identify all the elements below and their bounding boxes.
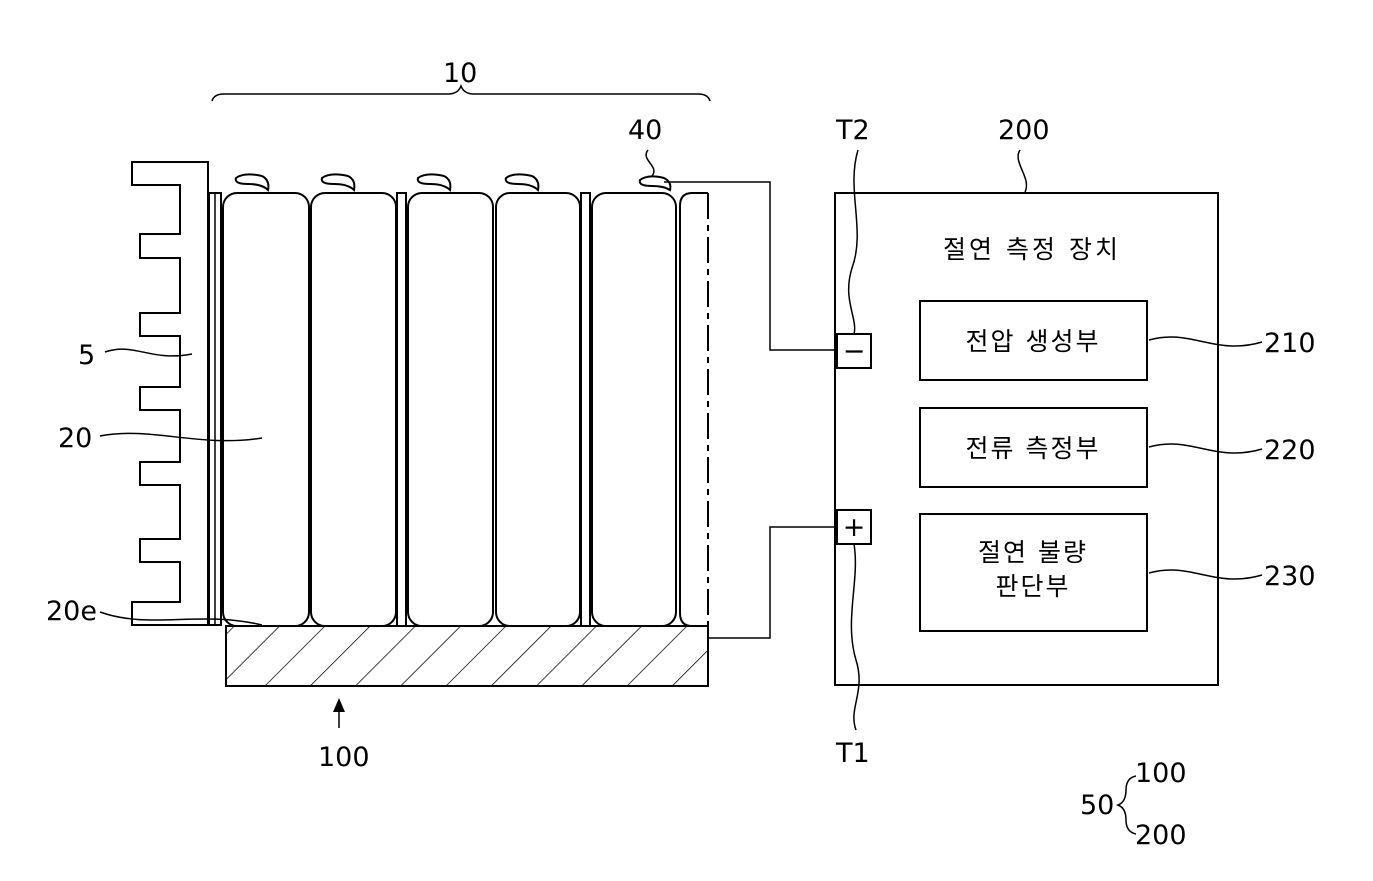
t1-label: T1 [835,738,870,769]
electrode-tab [236,174,269,190]
leader-230 [1149,570,1262,579]
battery-cell [592,193,676,626]
legend-item-2: 200 [1135,820,1187,851]
electrode-tab [418,174,451,190]
terminal-positive-sign: + [843,512,866,543]
heatsink [132,162,208,625]
heatsink-label: 5 [78,340,95,371]
cell-edge-leader [100,612,262,625]
battery-cell-partial [680,193,708,626]
tab-label: 40 [628,115,662,146]
ref-230-label: 230 [1264,561,1316,592]
terminal-negative-sign: − [843,336,866,367]
insulation-defect-label-line1: 절연 불량 [978,538,1088,567]
cooling-plate [226,626,708,686]
device-ref-label: 200 [998,115,1050,146]
cell-edge-label: 20e [46,596,97,627]
leader-210 [1149,337,1262,346]
battery-cell [408,193,493,626]
legend-brace [1118,776,1136,834]
current-measurement-label: 전류 측정부 [966,434,1101,463]
battery-cell [311,193,396,626]
t2-leader [849,150,858,334]
wire-positive [708,527,836,638]
leader-220 [1149,444,1262,453]
electrode-tab [322,174,355,190]
separator-plate [397,193,406,626]
voltage-generation-label: 전압 생성부 [966,327,1101,356]
heatsink-leader [105,349,192,356]
cell-label: 20 [58,423,92,454]
legend-system-label: 50 [1080,790,1114,821]
legend-item-1: 100 [1135,758,1187,789]
electrode-tab [506,174,539,190]
ref-220-label: 220 [1264,435,1316,466]
wire-negative [664,182,836,350]
insulation-defect-label-line2: 판단부 [995,572,1070,601]
device-title: 절연 측정 장치 [943,235,1121,264]
plate-label: 100 [318,742,370,773]
t1-leader [851,544,859,730]
module-label: 10 [443,58,477,89]
electrode-tab [640,176,671,190]
battery-cell [496,193,580,626]
separator-plate [581,193,590,626]
t2-label: T2 [835,115,870,146]
battery-cell [223,193,309,626]
tab-leader [646,150,654,176]
device-leader [1018,150,1026,192]
ref-210-label: 210 [1264,328,1316,359]
